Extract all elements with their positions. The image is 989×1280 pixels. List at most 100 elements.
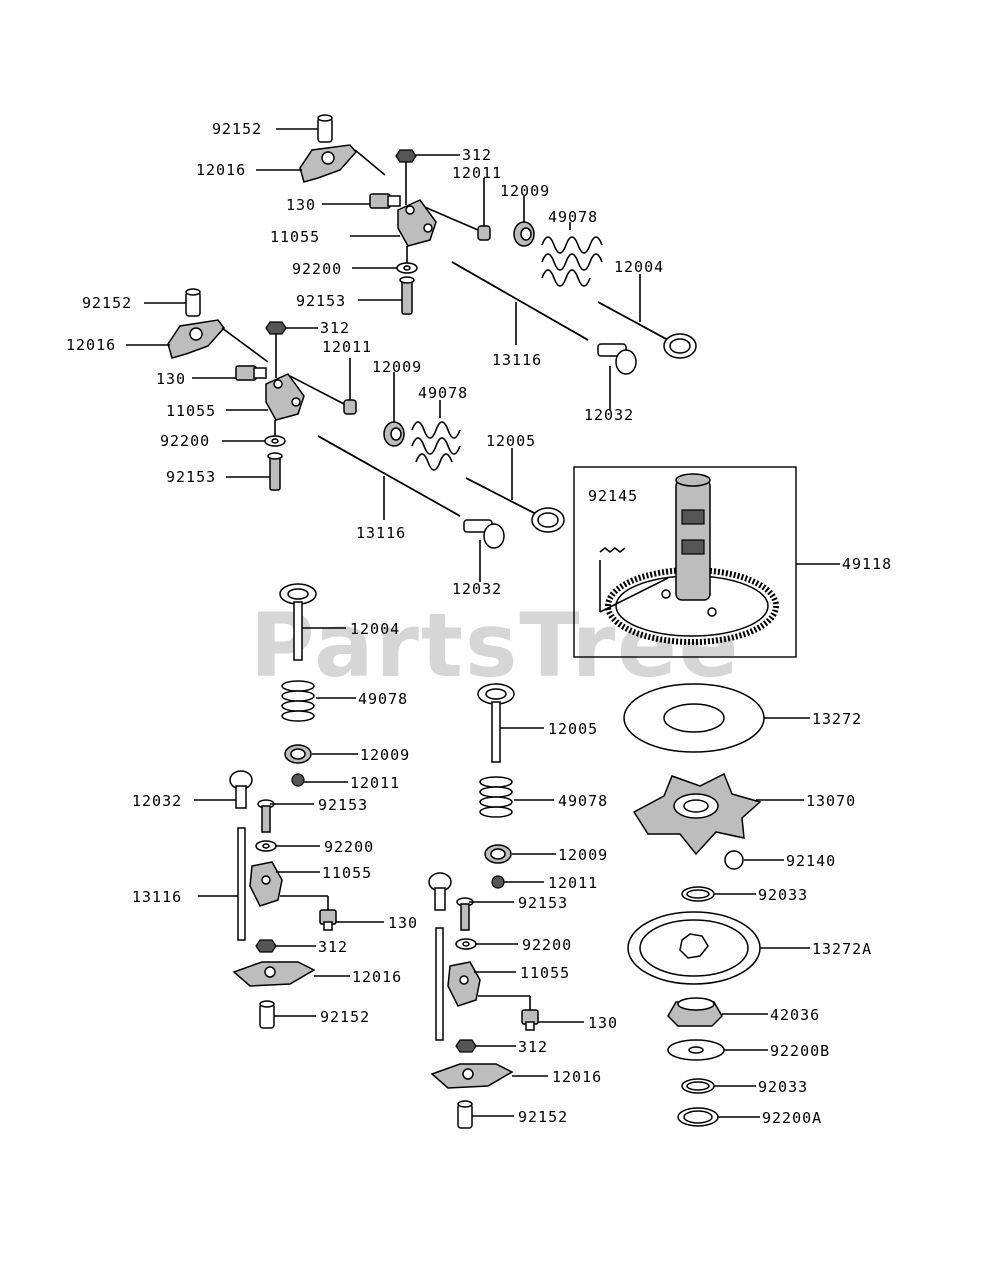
part-13116-middle[interactable]: 13116: [317, 435, 461, 542]
label-49078-middle: 49078: [418, 384, 468, 402]
part-13116-lower-middle[interactable]: [435, 927, 444, 1041]
part-92145-spring[interactable]: [599, 546, 669, 613]
label-12009-lower: 12009: [360, 746, 410, 764]
part-92033-upper[interactable]: 92033: [681, 886, 808, 904]
label-92145[interactable]: 92145: [588, 487, 638, 505]
part-92033-lower[interactable]: 92033: [681, 1078, 808, 1096]
label-92153-lower: 92153: [318, 796, 368, 814]
label-49078-lower-middle: 49078: [558, 792, 608, 810]
part-12016-upper[interactable]: 12016: [196, 144, 386, 183]
part-12032-upper[interactable]: 12032: [584, 343, 637, 424]
label-92033-lower: 92033: [758, 1078, 808, 1096]
part-92200-upper[interactable]: 92200: [292, 246, 418, 278]
part-12004-upper[interactable]: 12004: [597, 258, 697, 359]
label-11055-middle: 11055: [166, 402, 216, 420]
part-92200-middle[interactable]: 92200: [160, 420, 286, 450]
part-42036[interactable]: 42036: [667, 997, 820, 1027]
part-12016-lower[interactable]: 12016: [232, 961, 402, 987]
part-12032-lower[interactable]: 12032: [132, 770, 253, 810]
part-92153-upper[interactable]: 92153: [296, 276, 415, 315]
part-92140[interactable]: 92140: [724, 850, 836, 870]
part-92200A[interactable]: 92200A: [677, 1107, 822, 1127]
part-12016-middle[interactable]: 12016: [66, 319, 269, 363]
part-12009-upper[interactable]: 12009: [500, 182, 550, 247]
label-11055-lower: 11055: [322, 864, 372, 882]
part-11055-middle[interactable]: 11055: [166, 373, 305, 421]
label-12016-lower-middle: 12016: [552, 1068, 602, 1086]
part-130-lower[interactable]: 130: [319, 909, 418, 932]
part-13070[interactable]: 13070: [632, 772, 856, 856]
part-12011-middle[interactable]: 12011: [289, 338, 372, 415]
part-49078-upper[interactable]: 49078: [541, 208, 603, 287]
part-12009-lower-middle[interactable]: 12009: [484, 844, 608, 864]
part-49078-lower-middle[interactable]: 49078: [479, 776, 608, 818]
label-13070: 13070: [806, 792, 856, 810]
label-12004-upper: 12004: [614, 258, 664, 276]
label-130-lower: 130: [388, 914, 418, 932]
part-12011-lower-middle[interactable]: 12011: [491, 874, 598, 892]
part-92200-lower-middle[interactable]: 92200: [455, 936, 572, 954]
part-12032-lower-middle[interactable]: [428, 872, 452, 911]
label-12009-middle: 12009: [372, 358, 422, 376]
part-13116-upper[interactable]: 13116: [451, 261, 589, 369]
label-13116-middle: 13116: [356, 524, 406, 542]
part-12011-lower[interactable]: 12011: [291, 773, 400, 792]
part-12016-lower-middle[interactable]: 12016: [430, 1063, 602, 1089]
label-49078-upper: 49078: [548, 208, 598, 226]
part-49078-middle[interactable]: 49078: [411, 384, 468, 471]
part-12009-lower[interactable]: 12009: [284, 744, 410, 764]
part-312-middle[interactable]: 312: [265, 319, 350, 378]
part-12032-middle[interactable]: 12032: [452, 519, 505, 598]
label-12016-middle: 12016: [66, 336, 116, 354]
label-312-lower: 312: [318, 938, 348, 956]
part-12004-lower[interactable]: 12004: [279, 583, 400, 661]
part-13116-lower[interactable]: 13116: [132, 827, 246, 941]
part-92200-lower[interactable]: 92200: [255, 838, 374, 856]
label-92200-lower-middle: 92200: [522, 936, 572, 954]
label-12011-upper: 12011: [452, 164, 502, 182]
part-49118-camshaft[interactable]: [605, 473, 779, 645]
label-92200-lower: 92200: [324, 838, 374, 856]
label-92200A: 92200A: [762, 1109, 822, 1127]
label-92152-middle: 92152: [82, 294, 132, 312]
part-92152-lower-middle[interactable]: 92152: [457, 1100, 568, 1129]
part-92153-lower[interactable]: 92153: [257, 796, 368, 833]
label-12011-lower-middle: 12011: [548, 874, 598, 892]
part-312-upper[interactable]: 312: [395, 146, 492, 205]
part-130-middle[interactable]: 130: [156, 365, 267, 388]
part-12011-upper[interactable]: 12011: [419, 164, 502, 241]
part-12005-lower[interactable]: 12005: [477, 683, 598, 763]
part-92153-middle[interactable]: 92153: [166, 452, 283, 491]
label-12016-lower: 12016: [352, 968, 402, 986]
part-49078-lower[interactable]: 49078: [281, 680, 408, 722]
part-11055-upper[interactable]: 11055: [270, 199, 437, 247]
label-92152-upper: 92152: [212, 120, 262, 138]
label-92153-middle: 92153: [166, 468, 216, 486]
part-312-lower-middle[interactable]: 312: [455, 1038, 548, 1056]
label-42036: 42036: [770, 1006, 820, 1024]
part-12005-middle[interactable]: 12005: [465, 432, 565, 533]
part-13272[interactable]: 13272: [623, 683, 862, 753]
label-92200-upper: 92200: [292, 260, 342, 278]
part-92152-middle[interactable]: 92152: [82, 288, 201, 317]
label-92200B: 92200B: [770, 1042, 830, 1060]
part-13272A[interactable]: 13272A: [627, 911, 872, 985]
part-11055-lower-middle[interactable]: 11055: [447, 961, 570, 1010]
part-92153-lower-middle[interactable]: 92153: [456, 894, 568, 931]
label-92152-lower-middle: 92152: [518, 1108, 568, 1126]
part-11055-lower[interactable]: 11055: [249, 861, 372, 910]
label-13116-lower: 13116: [132, 888, 182, 906]
part-92152-lower[interactable]: 92152: [259, 1000, 370, 1029]
part-130-upper[interactable]: 130: [286, 193, 401, 214]
camshaft-assembly-box: 49118 92145: [573, 466, 892, 658]
label-130-upper: 130: [286, 196, 316, 214]
label-312-middle: 312: [320, 319, 350, 337]
part-92200B[interactable]: 92200B: [667, 1039, 830, 1061]
label-49118[interactable]: 49118: [842, 555, 892, 573]
label-12032-middle: 12032: [452, 580, 502, 598]
part-92152-upper[interactable]: 92152: [212, 114, 333, 143]
part-130-lower-middle[interactable]: 130: [521, 1009, 618, 1032]
part-312-lower[interactable]: 312: [255, 938, 348, 956]
part-12009-middle[interactable]: 12009: [372, 358, 422, 447]
